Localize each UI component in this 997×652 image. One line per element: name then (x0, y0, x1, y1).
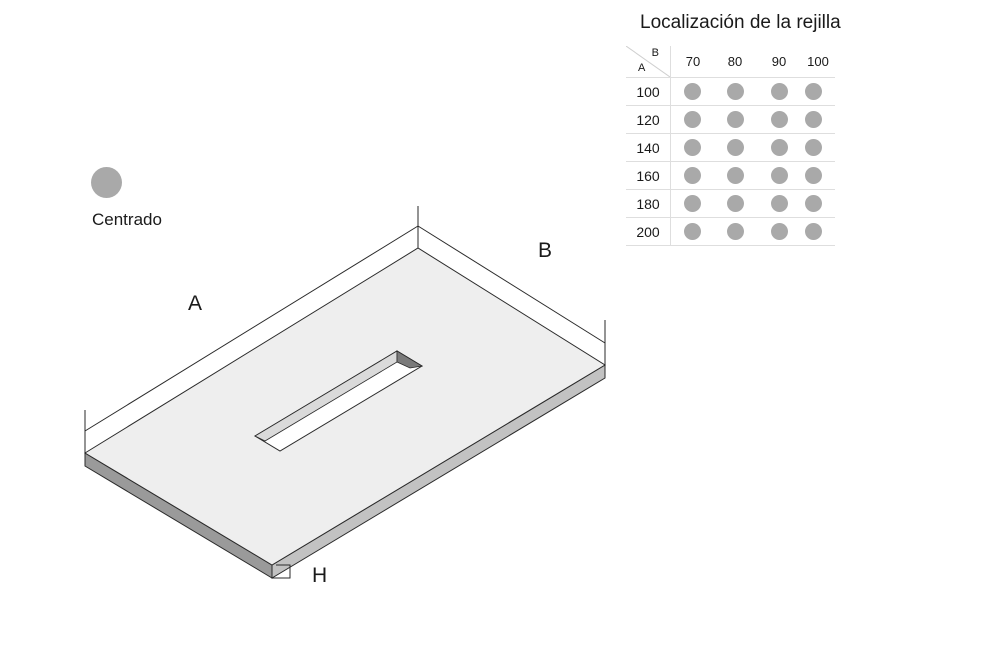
centered-marker (726, 82, 744, 100)
label-a: A (188, 292, 202, 315)
table-cell (801, 218, 835, 246)
table-cell (671, 162, 714, 190)
table-cell (671, 78, 714, 106)
table-cell (713, 134, 757, 162)
table-row: 100 (626, 77, 835, 106)
table-cell (801, 78, 835, 106)
centered-marker (770, 194, 788, 212)
legend-label: Centrado (92, 210, 162, 229)
centered-marker (804, 138, 822, 156)
column-header: 80 (727, 54, 743, 69)
centered-marker (770, 110, 788, 128)
table-corner-cell: B A (626, 46, 671, 78)
table-header-row: B A 70 80 90 100 (626, 46, 835, 78)
table-cell (713, 78, 757, 106)
dimension-b (417, 225, 606, 365)
table-row: 140 (626, 133, 835, 162)
table-title: Localización de la rejilla (640, 12, 841, 33)
table-cell (801, 106, 835, 134)
table-cell (713, 106, 757, 134)
centered-marker (804, 194, 822, 212)
row-header: 120 (626, 105, 671, 134)
table-cell (671, 218, 714, 246)
centered-marker (726, 166, 744, 184)
centered-marker (683, 110, 701, 128)
table-cell (671, 106, 714, 134)
table-row: 160 (626, 161, 835, 190)
table-cell (801, 134, 835, 162)
table-cell (757, 190, 801, 218)
label-b: B (538, 239, 552, 262)
centered-marker (683, 222, 701, 240)
corner-label-a: A (638, 62, 646, 74)
centered-marker (804, 82, 822, 100)
table-row: 180 (626, 189, 835, 218)
centered-marker (804, 222, 822, 240)
shower-tray (84, 247, 606, 579)
centered-marker (770, 138, 788, 156)
table-cell (757, 106, 801, 134)
label-h: H (312, 564, 327, 587)
centered-marker (726, 110, 744, 128)
legend-centered-marker (91, 167, 122, 198)
centered-marker (804, 110, 822, 128)
table-row: 120 (626, 105, 835, 134)
table-cell (713, 218, 757, 246)
row-header: 160 (626, 161, 671, 190)
centered-marker (726, 138, 744, 156)
centered-marker (804, 166, 822, 184)
table-cell (713, 190, 757, 218)
column-header: 70 (685, 54, 701, 69)
centered-marker (683, 166, 701, 184)
row-header: 180 (626, 189, 671, 218)
table-cell (801, 190, 835, 218)
row-header: 100 (626, 77, 671, 106)
centered-marker (770, 82, 788, 100)
table-cell (671, 190, 714, 218)
corner-diagonal (626, 46, 670, 77)
centered-marker (770, 166, 788, 184)
dimension-h (272, 564, 291, 579)
table-cell (757, 218, 801, 246)
centered-marker (683, 138, 701, 156)
centered-marker (770, 222, 788, 240)
table-row: 200 (626, 217, 835, 246)
row-header: 140 (626, 133, 671, 162)
table-cell (757, 162, 801, 190)
table-cell (713, 162, 757, 190)
grate-slot (254, 350, 424, 452)
centered-marker (683, 194, 701, 212)
centered-marker (726, 194, 744, 212)
table-cell (757, 134, 801, 162)
centered-marker (726, 222, 744, 240)
column-header: 100 (807, 54, 829, 69)
centered-marker (683, 82, 701, 100)
table-cell (757, 78, 801, 106)
grate-slot-wall-back (396, 350, 424, 369)
table-cell (801, 162, 835, 190)
corner-label-b: B (651, 47, 659, 59)
table-cell (671, 134, 714, 162)
column-header: 90 (771, 54, 787, 69)
dimension-a (84, 206, 419, 453)
row-header: 200 (626, 217, 671, 246)
